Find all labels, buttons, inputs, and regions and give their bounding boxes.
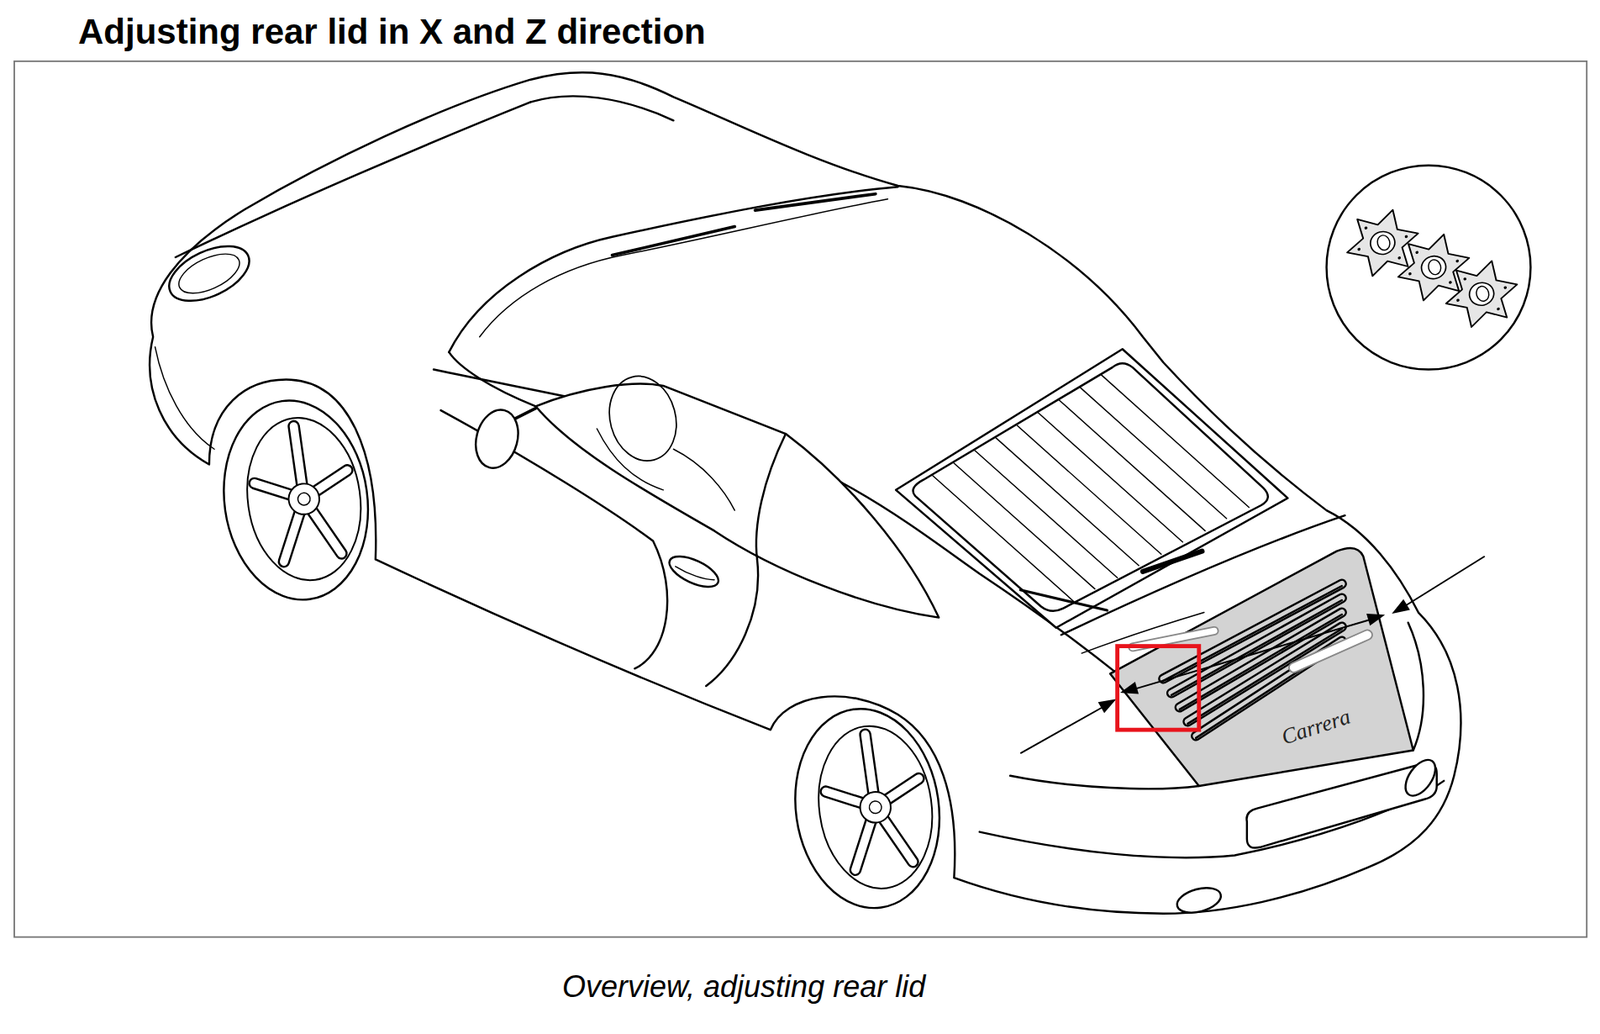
car-body-part	[664, 550, 723, 594]
rear-bumper-part	[1399, 754, 1442, 801]
highlight-box	[1117, 646, 1200, 731]
gap-dimension-part	[1367, 614, 1383, 625]
car-body-part	[155, 347, 215, 449]
car-body-part	[1020, 589, 1107, 611]
gap-dimension-part	[1122, 683, 1138, 694]
car-body-part-part	[952, 462, 1095, 590]
car-body-part	[469, 405, 525, 474]
car-body-part-part	[1080, 387, 1227, 518]
car-body-part	[448, 186, 898, 353]
rear-lid-part	[1110, 547, 1414, 786]
figure-title: Adjusting rear lid in X and Z direction	[78, 11, 706, 53]
car-body-part	[160, 235, 258, 313]
car-body-part-part	[995, 437, 1139, 566]
car-body-part	[932, 374, 1249, 602]
shim-inset	[1326, 165, 1532, 370]
gap-dimension-part	[1134, 619, 1371, 690]
front-wheel	[210, 390, 380, 609]
rear-bumper-part	[1408, 622, 1424, 751]
car-body-part	[536, 384, 940, 618]
gap-dimension-part	[1020, 705, 1105, 753]
shim-inset-part	[1326, 165, 1532, 370]
rear-lid-part-part	[1294, 634, 1368, 668]
rear-lid-part-part-part	[1187, 628, 1342, 724]
car-body-part-part	[1100, 374, 1249, 508]
car-body-part	[515, 408, 536, 419]
rear-wheel	[782, 699, 952, 917]
car-body-part	[612, 226, 736, 256]
car-body-part	[596, 428, 664, 490]
car-body-part-part	[974, 449, 1118, 578]
figure-frame	[14, 61, 1587, 937]
rear-bumper-part	[1010, 775, 1200, 789]
car-body-part	[1142, 551, 1202, 572]
car-body-part	[600, 368, 685, 469]
figure-caption: Overview, adjusting rear lid	[562, 968, 926, 1005]
car-body-part	[441, 410, 669, 669]
gap-dimension-part	[1405, 556, 1485, 606]
car-body-part	[175, 101, 532, 258]
rear-lid-part-part	[1294, 634, 1368, 668]
car-body-part-part	[1058, 400, 1206, 531]
car-body-part-part	[1037, 412, 1183, 543]
rear-bumper-part	[1174, 883, 1225, 917]
car-body-part	[530, 95, 674, 121]
rear-lid	[1110, 547, 1414, 786]
car-body-part	[756, 433, 786, 559]
car-body-part	[173, 245, 246, 301]
car-body-part	[673, 448, 735, 511]
car-body-part	[913, 363, 1269, 611]
car-body-part-part	[1017, 425, 1162, 554]
car-body-part	[448, 352, 536, 406]
car-body-part	[675, 566, 715, 580]
gap-dimension-part	[1394, 600, 1410, 612]
car-body-part	[895, 348, 1288, 627]
car-body-part	[755, 194, 876, 211]
gap-dimension	[1020, 556, 1485, 753]
car-body-part-part	[932, 475, 1074, 601]
gap-dimension-part	[1099, 700, 1115, 712]
shim-inset-part	[1438, 256, 1525, 332]
car-body-part	[479, 199, 889, 337]
